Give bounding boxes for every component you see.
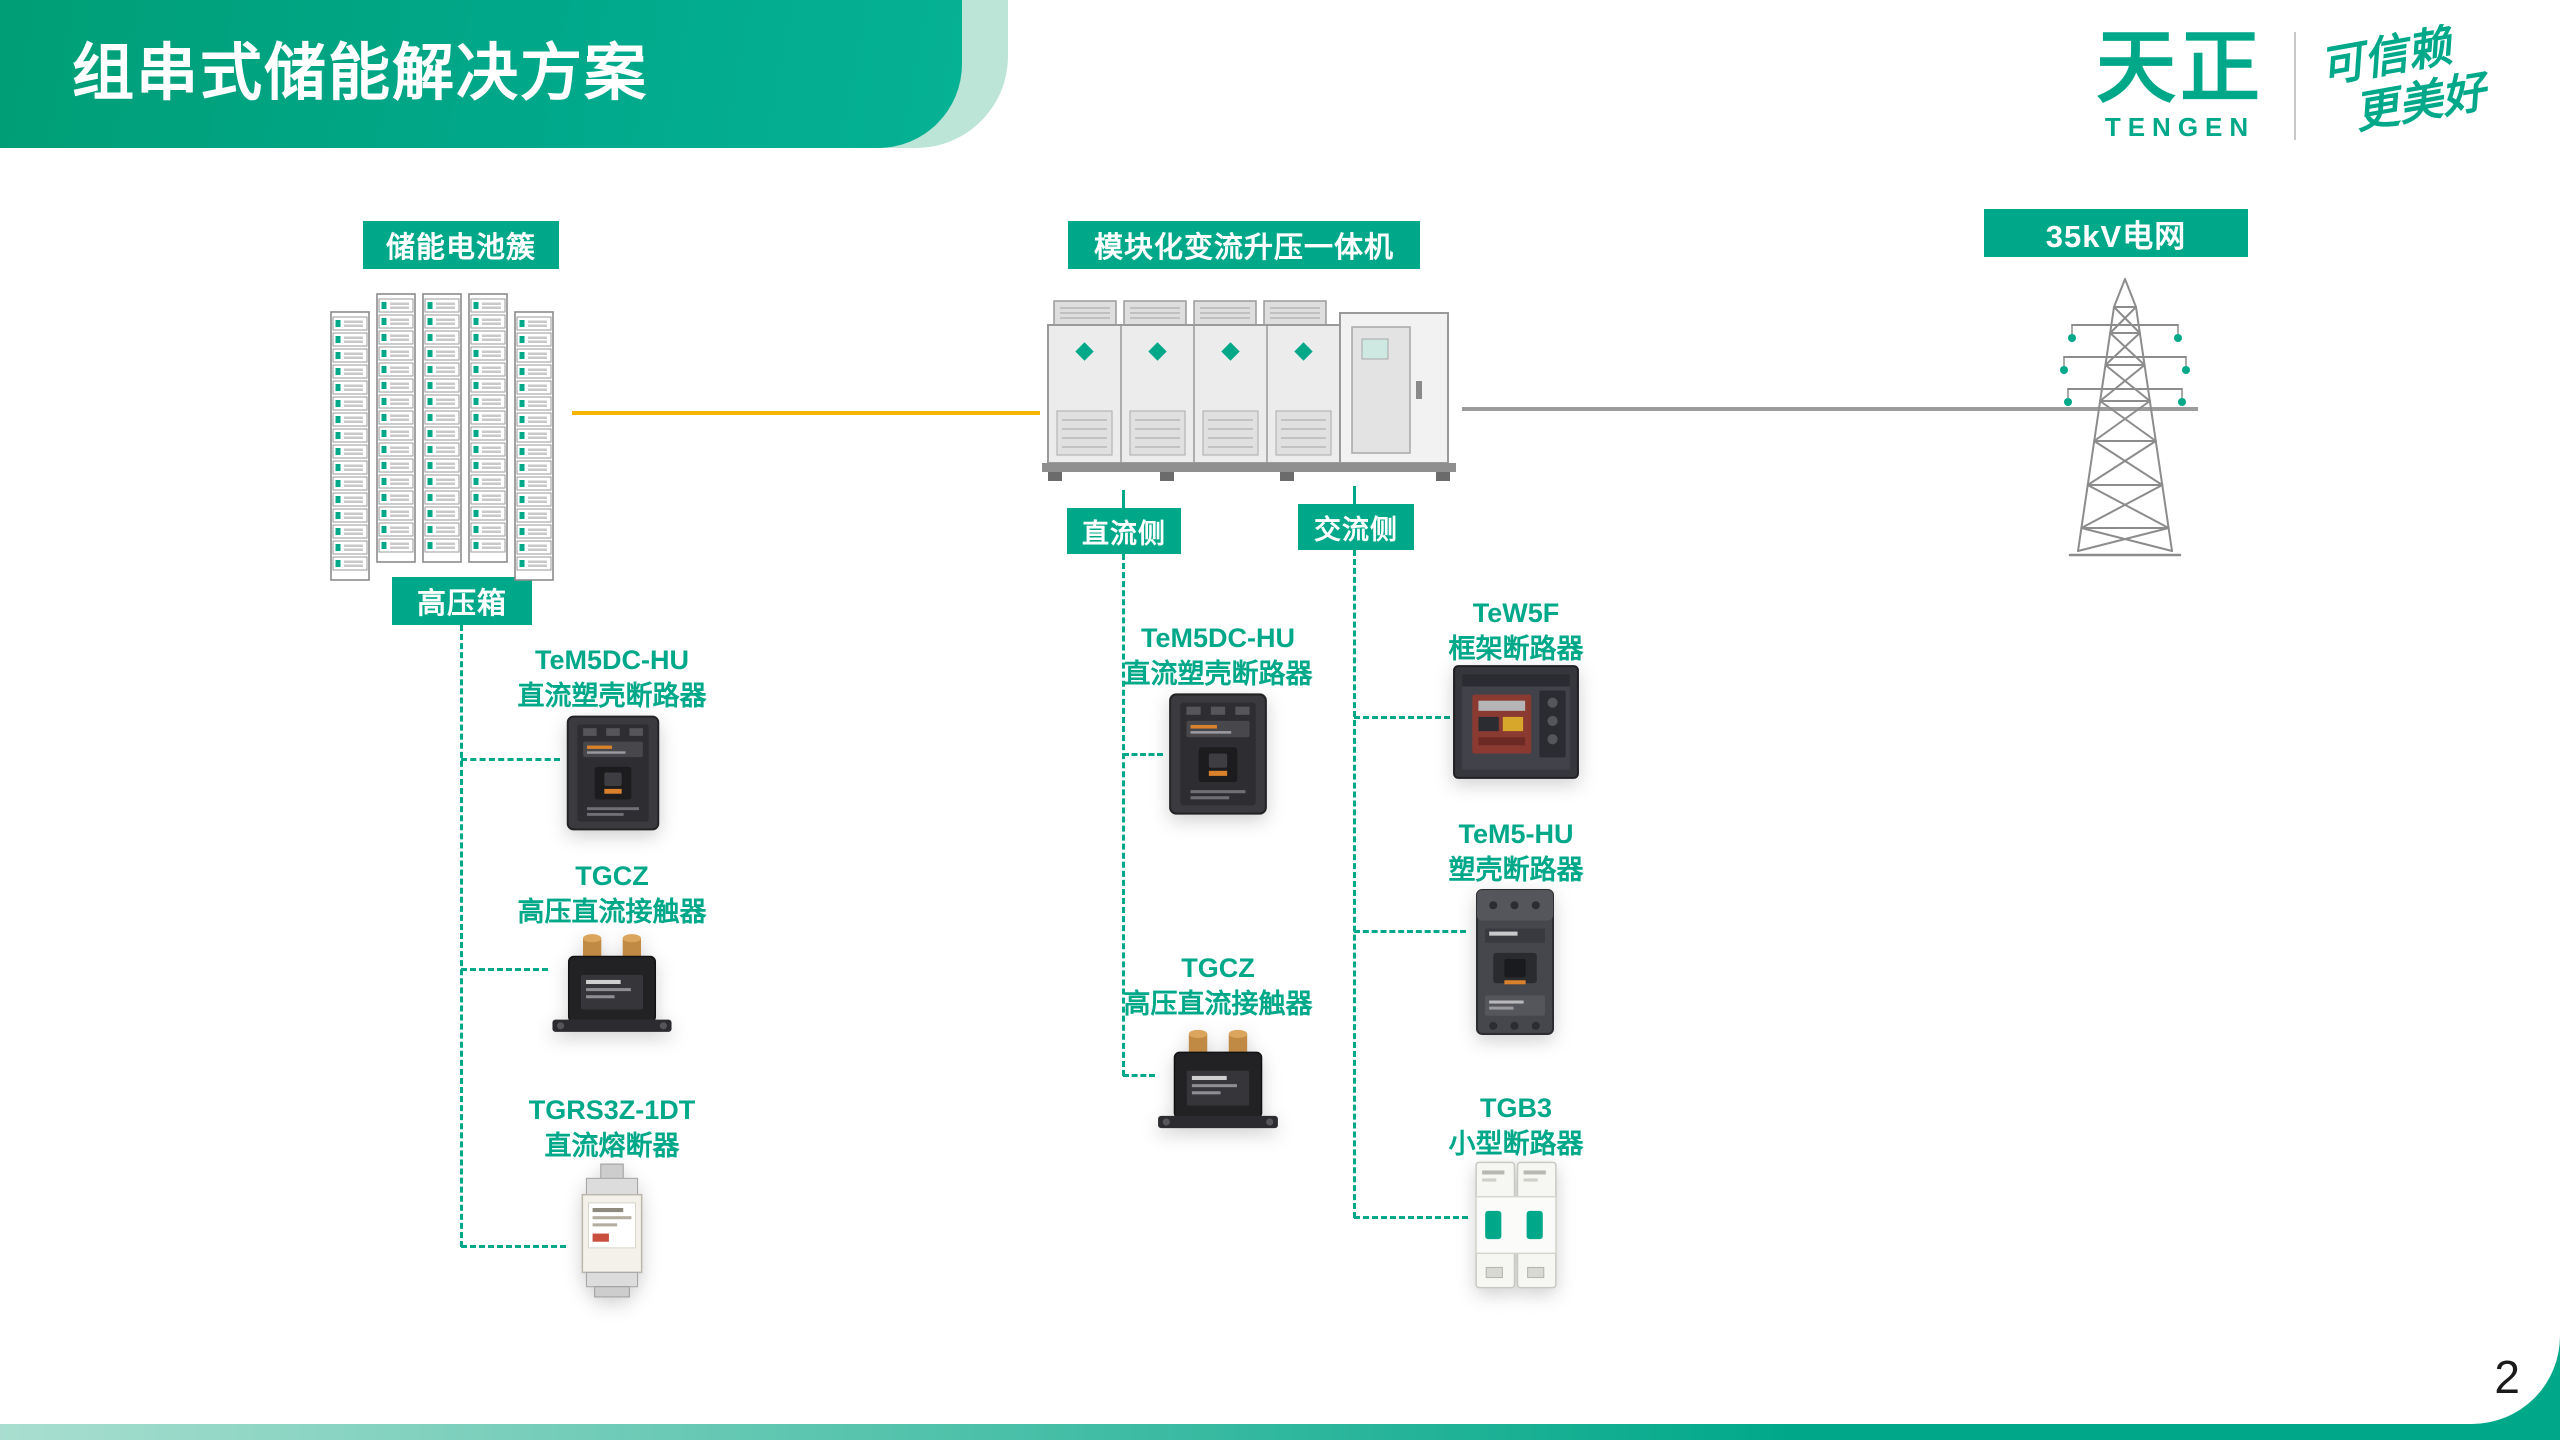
pcs-to-grid-line (1462, 407, 2198, 411)
product-title-ac-2: TeM5-HU 塑壳断路器 (1376, 816, 1656, 889)
product-model: TeM5DC-HU (535, 645, 689, 675)
transmission-tower-illustration (2040, 272, 2210, 564)
bottom-corner-mask (2220, 1336, 2560, 1424)
hvbox-chain-vline (460, 625, 463, 1247)
product-model: TGCZ (575, 861, 649, 891)
tengen-logo-zh: 天正 (2096, 23, 2264, 112)
brand-logo: 天正 TENGEN 可信赖 更美好 (2096, 22, 2489, 143)
product-name: 高压直流接触器 (517, 897, 707, 928)
page-number: 2 (2494, 1351, 2520, 1403)
tengen-logo-en: TENGEN (2104, 112, 2256, 142)
dcside-chain-vline (1122, 554, 1125, 1076)
label-pcs-unit: 模块化变流升压一体机 (1068, 221, 1420, 269)
tew5f-product-image (1450, 662, 1582, 782)
acside-chain-stub-1 (1354, 716, 1450, 719)
product-name: 直流塑壳断路器 (1123, 659, 1313, 690)
label-ac-side: 交流侧 (1298, 504, 1414, 550)
tgb3-product-image (1468, 1158, 1564, 1292)
tgrs3z-1dt-product-image (566, 1162, 658, 1300)
header-banner: 组串式储能解决方案 (0, 0, 962, 148)
tem5dc-hu-product-image-2 (1162, 690, 1274, 818)
product-title-dc-2: TGCZ 高压直流接触器 (1078, 950, 1358, 1023)
pcs-ac-tick-line (1353, 486, 1356, 504)
pcs-container-illustration (1040, 293, 1460, 489)
product-model: TGCZ (1181, 953, 1255, 983)
acside-chain-stub-3 (1354, 1216, 1468, 1219)
product-title-dc-1: TeM5DC-HU 直流塑壳断路器 (1078, 620, 1358, 693)
product-name: 直流塑壳断路器 (517, 681, 707, 712)
battery-to-pcs-line (572, 411, 1040, 415)
brand-divider (2294, 32, 2296, 140)
product-model: TeM5DC-HU (1141, 623, 1295, 653)
product-model: TGRS3Z-1DT (528, 1095, 696, 1125)
product-name: 框架断路器 (1448, 634, 1584, 665)
product-title-hvbox-2: TGCZ 高压直流接触器 (472, 858, 752, 931)
product-name: 小型断路器 (1448, 1129, 1584, 1160)
product-model: TGB3 (1479, 1093, 1552, 1123)
dcside-chain-stub-2 (1123, 1074, 1155, 1077)
tem5dc-hu-product-image-1 (560, 712, 666, 834)
product-name: 塑壳断路器 (1448, 855, 1584, 886)
transmission-tower-svg (2060, 278, 2190, 557)
brand-slogan: 可信赖 更美好 (2316, 17, 2489, 144)
hvbox-chain-stub-1 (461, 758, 560, 761)
hvbox-chain-stub-2 (461, 968, 548, 971)
label-battery-cluster: 储能电池簇 (363, 221, 559, 269)
product-title-hvbox-1: TeM5DC-HU 直流塑壳断路器 (472, 642, 752, 715)
battery-rack-illustration (330, 282, 570, 582)
battery-rack-svg (330, 282, 570, 582)
label-grid-35kv: 35kV电网 (1984, 209, 2248, 257)
pcs-container-svg (1042, 300, 1456, 481)
pcs-dc-tick-line (1122, 490, 1125, 508)
acside-chain-vline (1353, 550, 1356, 1218)
dcside-chain-stub-1 (1123, 753, 1163, 756)
tgcz-product-image-1 (548, 926, 676, 1040)
product-name: 直流熔断器 (544, 1131, 680, 1162)
product-title-hvbox-3: TGRS3Z-1DT 直流熔断器 (472, 1092, 752, 1165)
product-title-ac-3: TGB3 小型断路器 (1376, 1090, 1656, 1163)
product-title-ac-1: TeW5F 框架断路器 (1376, 595, 1656, 668)
bottom-strip (0, 1424, 2560, 1440)
tgcz-product-image-2 (1154, 1020, 1282, 1138)
product-model: TeM5-HU (1458, 819, 1574, 849)
tengen-logo: 天正 TENGEN (2096, 26, 2264, 143)
product-name: 高压直流接触器 (1123, 989, 1313, 1020)
tem5-hu-product-image (1466, 886, 1564, 1038)
label-hv-box: 高压箱 (392, 577, 532, 625)
page-title: 组串式储能解决方案 (72, 39, 649, 108)
label-dc-side: 直流侧 (1067, 508, 1181, 554)
acside-chain-stub-2 (1354, 930, 1466, 933)
product-model: TeW5F (1472, 598, 1560, 628)
hvbox-chain-stub-3 (461, 1245, 566, 1248)
